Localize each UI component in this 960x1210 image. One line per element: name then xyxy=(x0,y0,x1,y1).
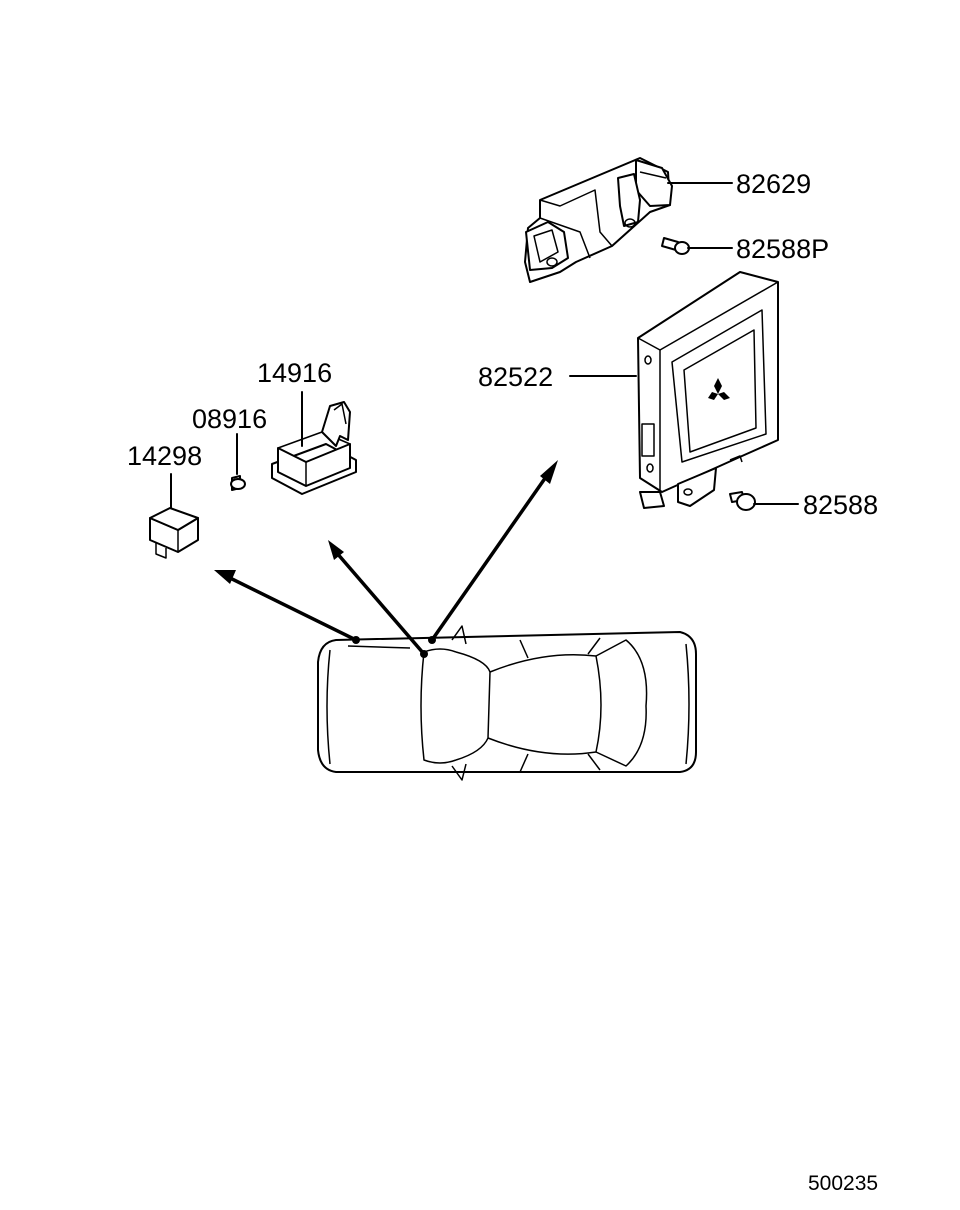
label-14916: 14916 xyxy=(257,358,332,388)
control-unit-drawing xyxy=(637,271,779,509)
label-82588p: 82588P xyxy=(736,234,829,264)
label-14298: 14298 xyxy=(127,441,202,471)
leader-lines xyxy=(170,182,799,509)
bolt-82588p-drawing xyxy=(661,237,690,255)
relay-14916-drawing xyxy=(271,401,357,495)
diagram-reference-number: 500235 xyxy=(808,1172,878,1195)
bolt-82588-drawing xyxy=(729,491,756,511)
label-82629: 82629 xyxy=(736,169,811,199)
screw-08916-drawing xyxy=(230,475,246,491)
label-82522: 82522 xyxy=(478,362,553,392)
three-diamond-emblem-icon xyxy=(708,378,730,400)
relay-14298-drawing xyxy=(149,507,199,559)
bracket-drawing xyxy=(524,157,673,283)
car-top-view-drawing xyxy=(317,625,697,781)
label-08916: 08916 xyxy=(192,404,267,434)
label-82588: 82588 xyxy=(803,490,878,520)
location-arrows xyxy=(214,460,558,658)
